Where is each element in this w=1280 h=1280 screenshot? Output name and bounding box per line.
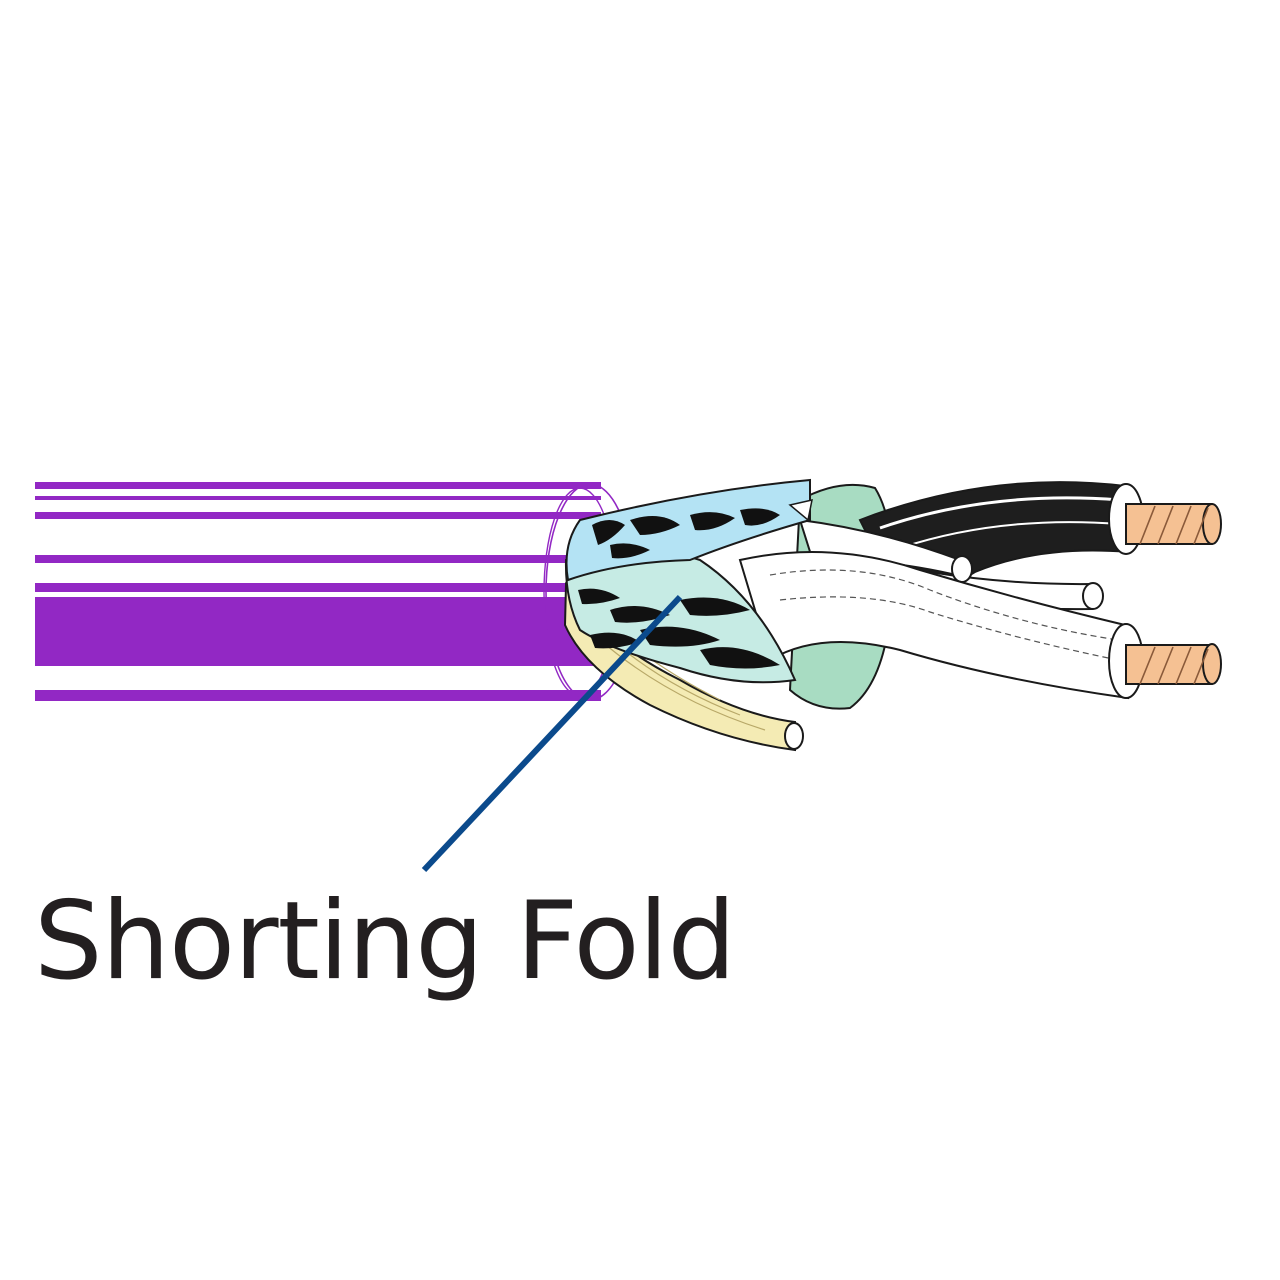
copper-strands-lower	[1125, 643, 1222, 685]
outer-jacket	[35, 482, 635, 701]
jacket-stripe	[35, 482, 601, 489]
jacket-stripe	[35, 583, 601, 592]
jacket-stripe	[35, 555, 601, 563]
callout-leader-line	[421, 594, 683, 873]
jacket-stripe	[35, 496, 601, 500]
foil-shield	[564, 478, 813, 684]
callout-label: Shorting Fold	[34, 879, 736, 1004]
shorting-fold-marks	[578, 508, 780, 669]
jacket-stripe	[35, 512, 601, 519]
jacket-body	[35, 597, 595, 666]
white-conductor	[738, 551, 1222, 700]
copper-strands-upper	[1125, 503, 1222, 545]
jacket-stripe	[35, 690, 601, 701]
